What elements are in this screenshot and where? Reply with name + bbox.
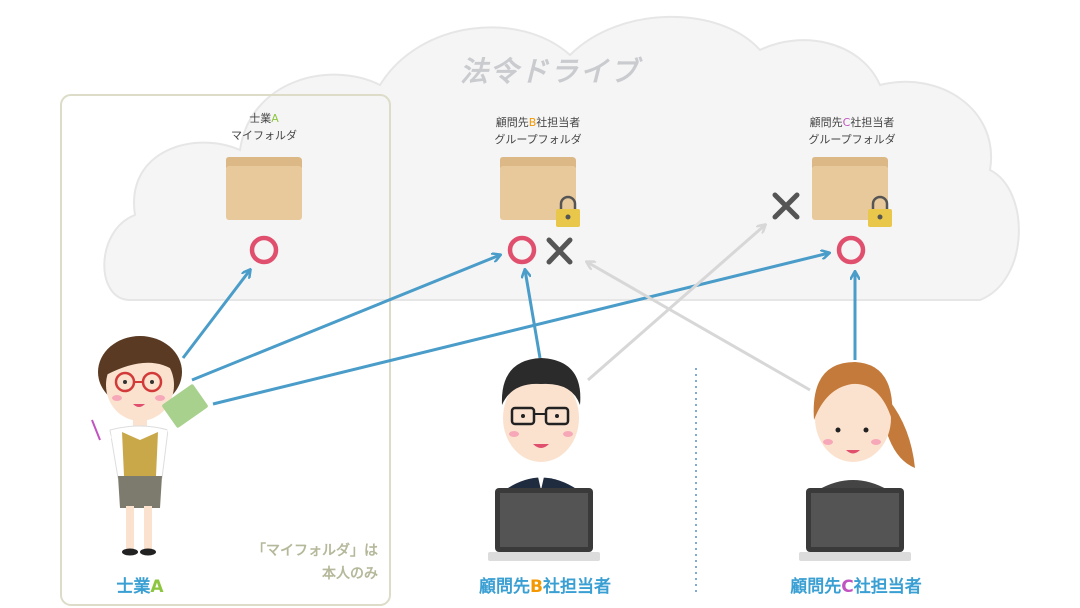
- arrow-a-to-b: [191, 255, 500, 382]
- lock-icon-c: [868, 195, 892, 227]
- allowed-circle-b: [507, 235, 537, 265]
- person-c-illustration: [813, 362, 915, 490]
- allowed-arrows: [181, 253, 855, 406]
- laptop-icon-c: [799, 488, 911, 561]
- person-name-c: 顧問先C社担当者: [790, 577, 922, 597]
- denied-cross-b: [546, 237, 573, 265]
- person-name-a: 士業A: [116, 577, 164, 597]
- person-name-b: 顧問先B社担当者: [479, 577, 611, 597]
- arrow-c-to-b-denied: [587, 262, 811, 392]
- allowed-circle-c: [836, 235, 866, 265]
- folder-label-b: 顧問先B社担当者 グループフォルダ: [494, 116, 582, 146]
- denied-cross-c: [772, 192, 800, 220]
- folder-icon-b[interactable]: [500, 157, 576, 220]
- self-area-frame: [60, 94, 391, 606]
- person-b-illustration: [501, 358, 581, 490]
- arrow-b-to-c-denied: [587, 225, 765, 382]
- myfolder-note: 「マイフォルダ」は 本人のみ: [252, 543, 378, 582]
- denied-arrows: [587, 225, 811, 392]
- laptop-icon-b: [488, 488, 600, 561]
- folder-icon-c[interactable]: [812, 157, 888, 220]
- allowed-circle-a: [249, 235, 279, 265]
- arrow-b-to-b: [525, 270, 542, 359]
- arrow-a-to-c: [212, 253, 829, 406]
- cloud-title: 法令ドライブ: [459, 55, 640, 88]
- folder-icon-a[interactable]: [226, 157, 302, 220]
- folder-label-c: 顧問先C社担当者 グループフォルダ: [808, 116, 896, 146]
- person-a-illustration: [91, 336, 208, 556]
- arrow-a-to-a: [181, 270, 250, 359]
- folder-label-a: 士業A マイフォルダ: [231, 112, 297, 142]
- lock-icon-b: [556, 195, 580, 227]
